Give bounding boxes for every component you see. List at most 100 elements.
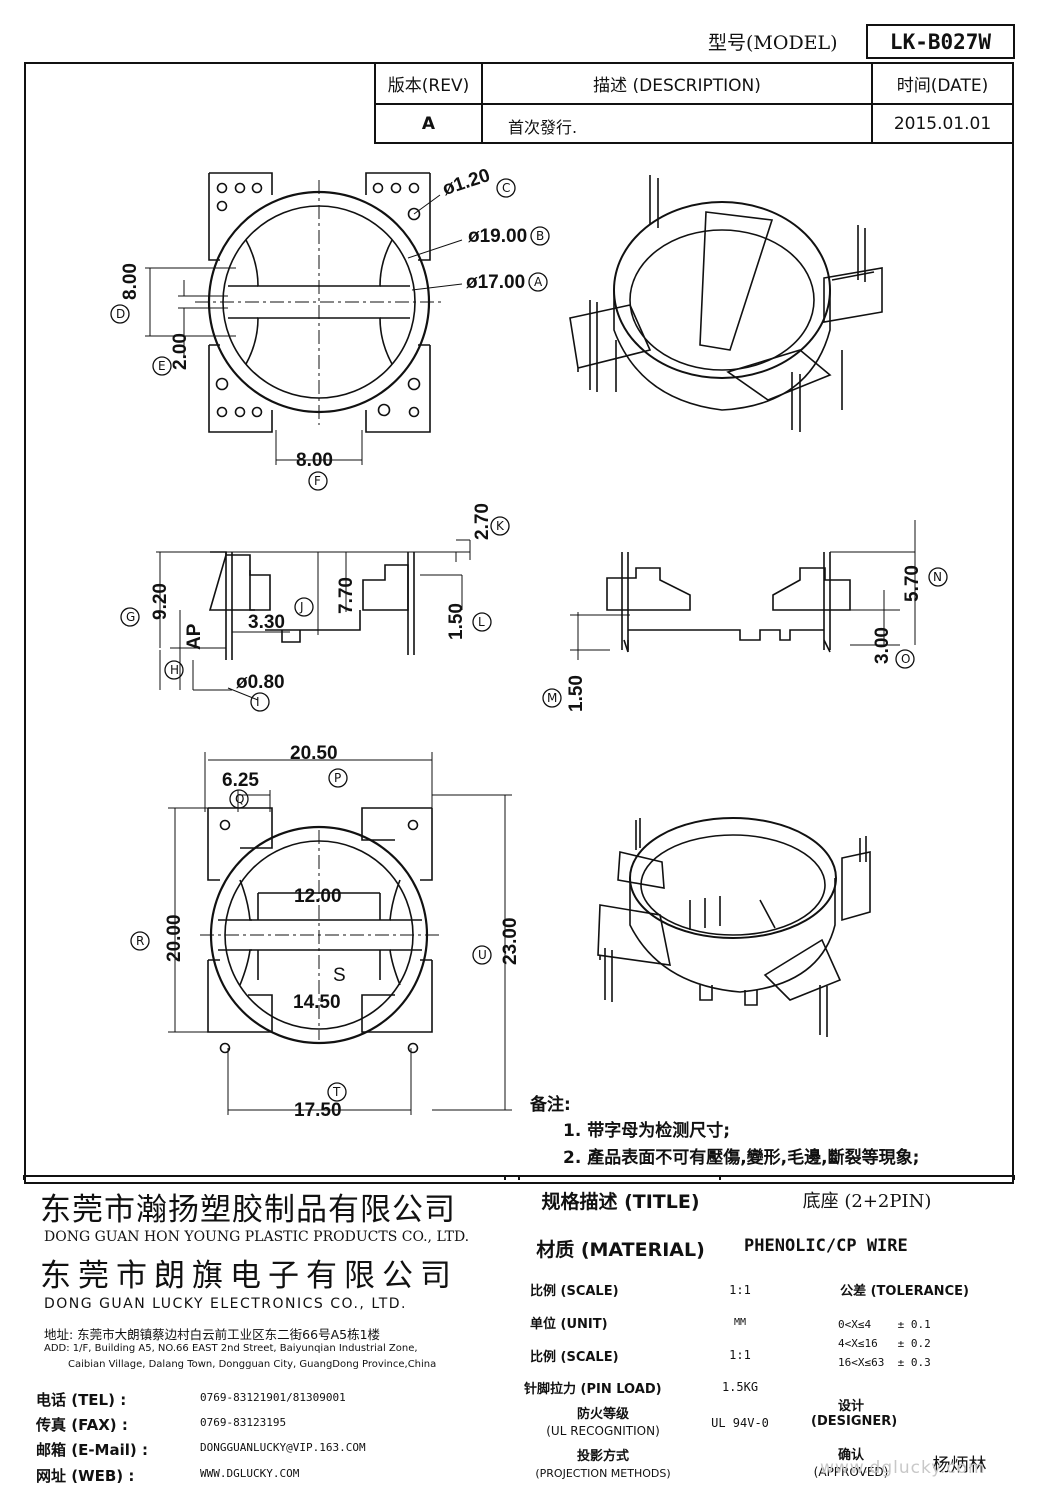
dim-p: 20.50 xyxy=(290,743,338,764)
dim-h1: 8.00 xyxy=(296,450,333,471)
email-label: 邮箱 (E-Mail) : xyxy=(36,1441,148,1459)
iso-view-top xyxy=(569,175,883,432)
approved-value: 杨炳林 xyxy=(932,1455,987,1476)
dim-u: 23.00 xyxy=(500,917,521,965)
dim-s: S xyxy=(333,965,346,986)
model-value: LK-B027W xyxy=(866,24,1015,59)
dim-j1: 7.70 xyxy=(336,577,357,614)
approved-label-1: 确认 xyxy=(837,1448,864,1463)
dim-v1: 8.00 xyxy=(120,263,141,300)
dim-n: 5.70 xyxy=(902,565,923,602)
approved-label: 确认 (APPROVED) xyxy=(797,1442,905,1486)
pinload-label: 针脚拉力 (PIN LOAD) xyxy=(524,1382,662,1397)
rev-header: 版本(REV) xyxy=(387,76,470,96)
tag-c: C xyxy=(502,181,511,195)
company-address-cn: 地址: 东莞市大朗镇蔡边村白云前工业区东二街66号A5栋1楼 xyxy=(44,1327,381,1342)
top-view xyxy=(145,172,463,465)
dim-v2: 2.00 xyxy=(170,333,191,370)
note-item-1: 1. 带字母为检测尺寸; xyxy=(563,1121,731,1141)
title-value: 底座 (2+2PIN) xyxy=(802,1191,932,1212)
tag-k: K xyxy=(496,519,504,533)
dim-t: 17.50 xyxy=(294,1100,342,1121)
dim-j: 3.30 xyxy=(248,612,285,633)
front-view xyxy=(570,520,916,660)
designer-label: 设计 (DESIGNER) xyxy=(797,1384,905,1440)
dim-w1: 12.00 xyxy=(294,886,342,907)
notes-title: 备注: xyxy=(530,1095,571,1115)
material-value: PHENOLIC/CP WIRE xyxy=(744,1236,908,1256)
tag-j: J xyxy=(300,600,304,614)
proj-label-1: 投影方式 xyxy=(576,1449,629,1464)
unit-label: 单位 (UNIT) xyxy=(530,1317,608,1332)
dim-d2: ø19.00 xyxy=(468,226,528,247)
tag-g: G xyxy=(126,610,136,624)
date-value: 2015.01.01 xyxy=(893,114,992,134)
tel-value: 0769-83121901/81309001 xyxy=(200,1391,346,1404)
projection-label: 投影方式 (PROJECTION METHODS) xyxy=(521,1444,685,1486)
dim-q: 6.25 xyxy=(222,770,259,791)
web-label: 网址 (WEB) : xyxy=(36,1467,135,1485)
drawing-frame xyxy=(24,62,1014,1184)
company-address-en-1: ADD: 1/F, Building A5, NO.66 EAST 2nd St… xyxy=(44,1343,418,1354)
scale-label: 比例 (SCALE) xyxy=(530,1284,619,1299)
model-label: 型号(MODEL) xyxy=(708,32,838,54)
tag-q: Q xyxy=(235,792,245,806)
dim-k: 2.70 xyxy=(472,503,493,540)
tag-b: B xyxy=(536,229,545,243)
tag-f: F xyxy=(314,474,321,488)
company-name-en-1: DONG GUAN HON YOUNG PLASTIC PRODUCTS CO.… xyxy=(44,1229,470,1245)
tag-u: U xyxy=(478,948,487,962)
tag-p: P xyxy=(334,771,342,785)
ul-label-2: (UL RECOGNITION) xyxy=(546,1424,660,1438)
unit-value: MM xyxy=(733,1316,747,1328)
tag-l: L xyxy=(478,615,485,629)
iso-view-bottom xyxy=(597,817,871,1037)
dim-r: 20.00 xyxy=(164,914,185,962)
tag-m: M xyxy=(547,691,558,705)
tag-i: I xyxy=(256,695,260,709)
scale-value: 1:1 xyxy=(729,1282,751,1297)
tel-label: 电话 (TEL) : xyxy=(36,1391,127,1409)
company-name-en-2: DONG GUAN LUCKY ELECTRONICS CO., LTD. xyxy=(44,1296,407,1312)
desc-value: 首次發行. xyxy=(508,118,578,137)
watermark: www.dglucky.com xyxy=(820,1458,986,1478)
tag-t: T xyxy=(333,1085,341,1099)
proj-label-2: (PROJECTION METHODS) xyxy=(535,1467,671,1480)
company-address-en-2: Caibian Village, Dalang Town, Dongguan C… xyxy=(68,1359,437,1370)
company-name-cn-1: 东莞市瀚扬塑胶制品有限公司 xyxy=(40,1192,456,1228)
fax-value: 0769-83123195 xyxy=(200,1416,287,1429)
designer-label-text: 设计 (DESIGNER) xyxy=(811,1399,898,1429)
dim-w2: 14.50 xyxy=(293,992,341,1013)
tag-h: H xyxy=(170,663,180,677)
drawing-area xyxy=(23,172,1015,1180)
tag-n: N xyxy=(933,570,942,584)
email-value: DONGGUANLUCKY@VIP.163.COM xyxy=(200,1441,366,1454)
material-label: 材质 (MATERIAL) xyxy=(536,1238,705,1261)
tolerance-2: 4<X≤16 ± 0.2 xyxy=(838,1337,931,1350)
tag-r: R xyxy=(136,934,145,948)
side-view xyxy=(156,539,471,701)
note-item-2: 2. 產品表面不可有壓傷,變形,毛邊,斷裂等現象; xyxy=(563,1148,920,1168)
fax-label: 传真 (FAX) : xyxy=(36,1416,128,1434)
tolerance-3: 16<X≤63 ± 0.3 xyxy=(838,1356,931,1369)
approved-label-2: (APPROVED) xyxy=(813,1465,889,1479)
web-value: WWW.DGLUCKY.COM xyxy=(200,1467,300,1480)
tag-d: D xyxy=(116,307,126,321)
title-label: 规格描述 (TITLE) xyxy=(541,1190,700,1213)
desc-header: 描述 (DESCRIPTION) xyxy=(593,76,761,96)
dim-d3: ø17.00 xyxy=(466,272,526,293)
ul-value: UL 94V-0 xyxy=(711,1416,769,1430)
rev-value: A xyxy=(421,114,436,134)
ul-label-1: 防火等级 xyxy=(576,1407,629,1422)
scale2-label: 比例 (SCALE) xyxy=(530,1350,619,1365)
ul-label: 防火等级 (UL RECOGNITION) xyxy=(521,1404,685,1442)
tag-o: O xyxy=(901,652,911,666)
tolerance-1: 0<X≤4 ± 0.1 xyxy=(838,1318,931,1331)
company-name-cn-2: 东莞市朗旗电子有限公司 xyxy=(40,1258,458,1294)
tag-e: E xyxy=(158,359,166,373)
tolerance-label: 公差 (TOLERANCE) xyxy=(840,1284,969,1299)
dim-i: ø0.80 xyxy=(236,672,285,693)
scale2-value: 1:1 xyxy=(729,1347,751,1362)
bottom-view xyxy=(168,752,512,1115)
pinload-value: 1.5KG xyxy=(721,1380,759,1394)
